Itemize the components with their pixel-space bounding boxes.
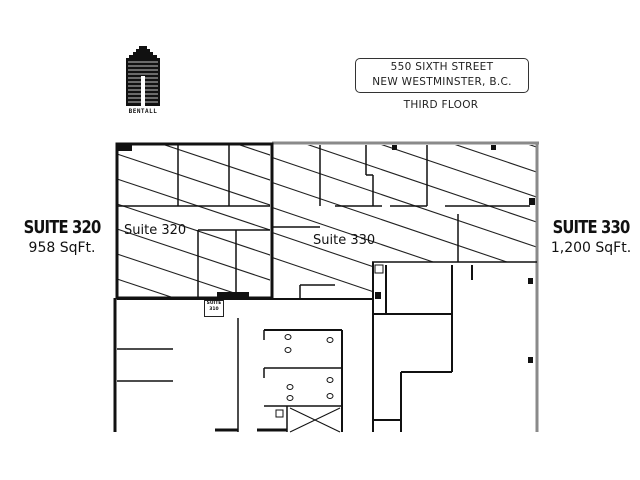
suite-330-name: SUITE 330: [552, 217, 631, 238]
washroom-fixtures: [275, 334, 334, 418]
suite-330-area: 1,200 SqFt.: [550, 240, 632, 256]
address-box: 550 SIXTH STREET NEW WESTMINSTER, B.C.: [355, 58, 529, 93]
address-line-2: NEW WESTMINSTER, B.C.: [372, 76, 512, 88]
address-line-1: 550 SIXTH STREET: [390, 61, 494, 73]
exterior-wall: [272, 141, 539, 432]
floor-label: THIRD FLOOR: [403, 99, 479, 111]
lower-walls: [113, 298, 372, 433]
suite-310-tag-line1: SUITE: [206, 301, 222, 306]
right-lower-walls: [372, 262, 473, 432]
suite-330-walls: [272, 145, 537, 298]
suite-330-hatch: [272, 145, 537, 298]
logo-wordmark: BENTALL: [128, 108, 158, 115]
suite-310-tag-line2: 310: [209, 307, 219, 312]
suite-320-label: Suite 320: [124, 223, 187, 238]
suite-320-walls: [115, 142, 274, 300]
building-logo-icon: [126, 46, 160, 106]
suite-320-callout: SUITE 320 958 SqFt.: [8, 217, 116, 257]
suite-330-callout: SUITE 330 1,200 SqFt.: [540, 217, 640, 257]
suite-320-hatch: [118, 145, 270, 297]
suite-320-area: 958 SqFt.: [28, 240, 96, 256]
suite-330-label: Suite 330: [313, 233, 376, 248]
suite-310-tag: SUITE 310: [204, 300, 224, 317]
suite-320-name: SUITE 320: [23, 217, 102, 238]
